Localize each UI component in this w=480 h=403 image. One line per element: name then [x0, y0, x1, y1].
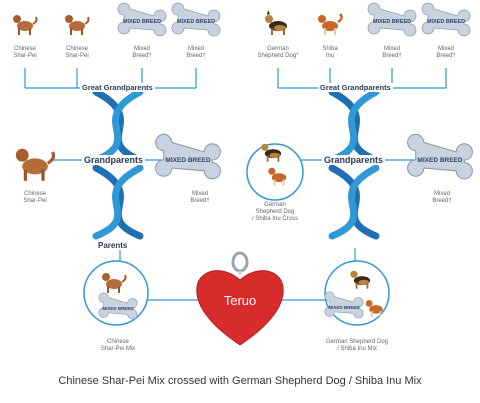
top-label: Mixed Breed† [382, 46, 402, 59]
connector-lines [24, 68, 447, 301]
tag-name: Teruo [223, 293, 257, 308]
grandparents-label-left: Grandparents [82, 155, 146, 165]
grandparent-label: German Shepherd Dog / Shiba Inu Cross [251, 202, 299, 222]
german-shepherd-dog-icon [261, 143, 282, 162]
dna-helix-left [92, 88, 144, 240]
shiba-inu-dog-icon [365, 300, 383, 318]
top-label: Chinese Shar-Pei [65, 46, 89, 59]
german-shepherd-dog-icon [265, 10, 287, 35]
bone-label: MIXED BREED [417, 157, 463, 164]
parent-label-right: German Shepherd Dog / Shiba Inu Mix [325, 339, 389, 352]
top-label: Shiba Inu [322, 46, 338, 59]
parent-circle-left [83, 260, 149, 326]
bone-label: MIXED BREED [176, 19, 216, 25]
shar-pei-dog-icon [64, 14, 90, 36]
bone-label: MIXED BREED [165, 157, 211, 164]
shar-pei-dog-icon [12, 14, 38, 36]
bone-label: MIXED BREED [122, 19, 162, 25]
great-grandparents-label-right: Great Grandparents [318, 83, 393, 92]
bone-label: MIXED BREED [426, 19, 466, 25]
top-label: Chinese Shar-Pei [13, 46, 37, 59]
heart-tag-icon [196, 251, 284, 346]
grandparent-label: Chinese Shar-Pei [23, 191, 47, 204]
dna-helix-right [328, 88, 380, 240]
bone-label: MIXED BREED [372, 19, 412, 25]
shar-pei-dog-icon [14, 147, 56, 183]
bone-label: MIXED BREED [102, 306, 134, 311]
top-label: Mixed Breed† [436, 46, 456, 59]
top-label: Mixed Breed† [186, 46, 206, 59]
great-grandparents-label-left: Great Grandparents [80, 83, 155, 92]
german-shepherd-dog-icon [350, 270, 371, 289]
shiba-inu-dog-icon [318, 13, 343, 35]
caption: Chinese Shar-Pei Mix crossed with German… [58, 375, 422, 387]
bone-label: MIXED BREED [328, 305, 360, 310]
top-label: German Shepherd Dog* [257, 46, 299, 59]
top-label: Mixed Breed† [132, 46, 152, 59]
parents-label: Parents [96, 241, 130, 250]
shiba-inu-dog-icon [268, 167, 287, 186]
grandparents-label-right: Grandparents [322, 155, 386, 165]
grandparent-label: Mixed Breed† [432, 191, 452, 204]
parent-label-left: Chinese Shar-Pei Mix [100, 339, 136, 352]
grandparent-label: Mixed Breed† [190, 191, 210, 204]
